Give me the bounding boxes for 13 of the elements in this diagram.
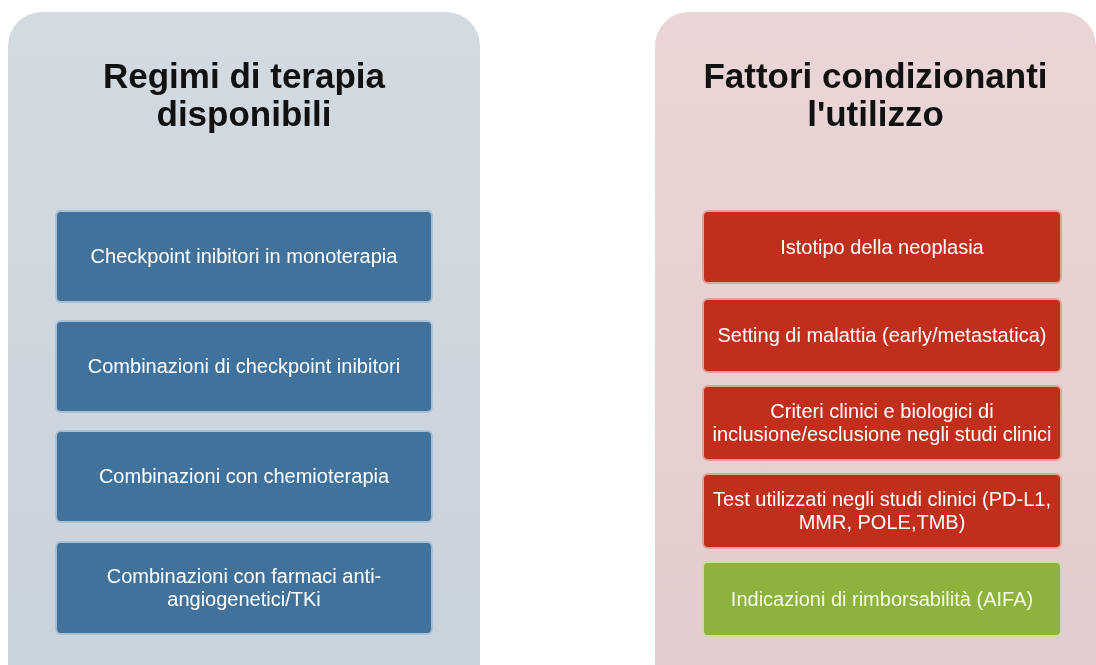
- panel-card: [655, 12, 1096, 665]
- panel-heading: Regimi di terapia disponibili: [102, 57, 387, 133]
- item-box: Test utilizzati negli studi clinici (PD-L1, MMR, POLE,TMB): [702, 473, 1062, 549]
- panel-card: [8, 12, 480, 665]
- item-box: Checkpoint inibitori in monoterapia: [55, 210, 433, 303]
- panel-heading: Fattori condizionanti l'utilizzo: [702, 57, 1049, 133]
- item-box: Setting di malattia (early/metastatica): [702, 298, 1062, 373]
- item-box: Combinazioni di checkpoint inibitori: [55, 320, 433, 413]
- item-box: Indicazioni di rimborsabilità (AIFA): [702, 561, 1062, 637]
- item-box: Istotipo della neoplasia: [702, 210, 1062, 284]
- item-box: Criteri clinici e biologici di inclusione/esclusione negli studi clinici: [702, 385, 1062, 461]
- item-box: Combinazioni con farmaci anti-angiogenetici/TKi: [55, 541, 433, 635]
- item-box: Combinazioni con chemioterapia: [55, 430, 433, 523]
